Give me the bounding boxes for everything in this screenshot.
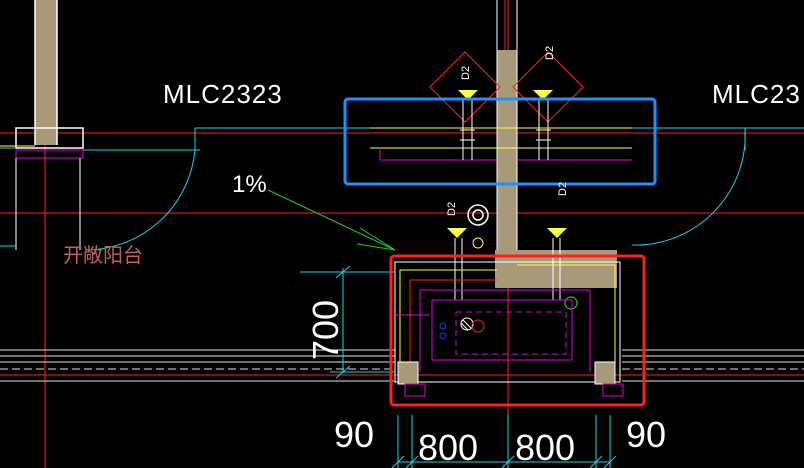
pipe-tag-d2-mid-right: D2 <box>557 182 569 196</box>
balcony-label: 开敞阳台 <box>63 243 143 267</box>
dimension-lines <box>300 265 617 468</box>
lower-wall-lines <box>0 349 804 382</box>
upper-pipe-lines <box>0 127 632 161</box>
dimension-bottom-2: 800 <box>418 427 478 468</box>
door-label-left: MLC2323 <box>163 79 283 109</box>
pipe-tag-d2-mid-left: D2 <box>446 202 458 216</box>
red-highlight-box <box>389 254 646 407</box>
blue-highlight-box <box>343 97 657 186</box>
door-swings <box>0 127 804 251</box>
door-label-right: MLC23 <box>712 79 801 109</box>
central-shaft <box>495 0 617 288</box>
pipe-marker-left <box>429 51 501 160</box>
left-wall <box>15 0 84 250</box>
dimension-bottom-3: 800 <box>515 427 575 468</box>
dimension-bottom-1: 90 <box>334 414 374 455</box>
slope-label: 1% <box>232 171 267 198</box>
pipe-tag-d2-upper-left: D2 <box>460 66 472 80</box>
dimension-bottom-4: 90 <box>626 414 666 455</box>
balcony-detail <box>394 261 624 397</box>
pipe-marker-right <box>512 51 584 160</box>
slope-arrow <box>267 189 396 251</box>
dimension-vertical: 700 <box>305 300 346 360</box>
pipe-tag-d2-upper-right: D2 <box>544 46 556 60</box>
